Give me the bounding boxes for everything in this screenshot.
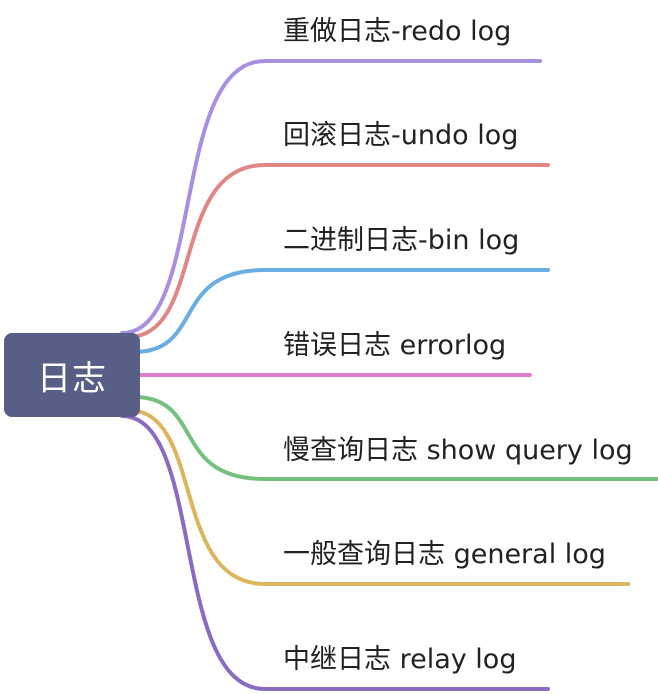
branch-label-slow-query-log[interactable]: 慢查询日志 show query log bbox=[283, 435, 633, 466]
connector-redo-log bbox=[120, 59, 542, 335]
root-node[interactable]: 日志 bbox=[4, 333, 140, 417]
connector-undo-log bbox=[126, 163, 550, 339]
root-label: 日志 bbox=[37, 358, 107, 399]
branch-label-redo-log[interactable]: 重做日志-redo log bbox=[283, 16, 512, 47]
branch-label-error-log[interactable]: 错误日志 errorlog bbox=[283, 330, 507, 361]
branch-label-relay-log[interactable]: 中继日志 relay log bbox=[283, 644, 517, 675]
branch-label-general-log[interactable]: 一般查询日志 general log bbox=[283, 539, 606, 570]
connector-relay-log bbox=[120, 414, 550, 691]
branch-label-undo-log[interactable]: 回滚日志-undo log bbox=[283, 120, 519, 151]
branch-label-bin-log[interactable]: 二进制日志-bin log bbox=[283, 225, 520, 256]
connector-slow-query-log bbox=[132, 395, 658, 481]
connector-bin-log bbox=[132, 268, 550, 354]
connector-general-log bbox=[126, 408, 630, 586]
